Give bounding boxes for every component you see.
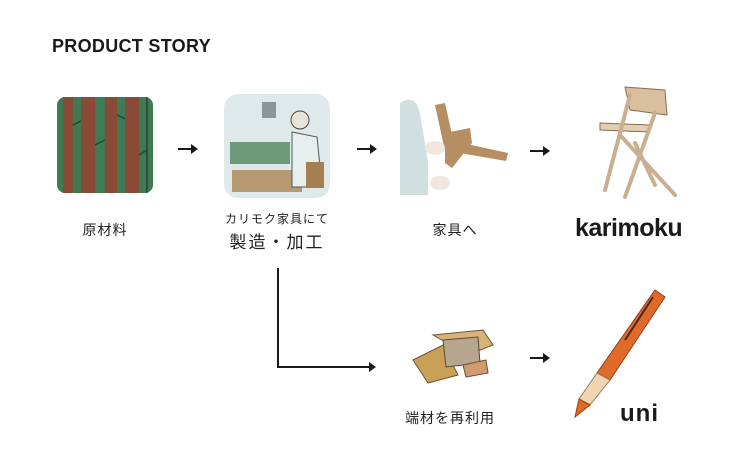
uni-pen-illustration [565,285,675,420]
branch-connector-line [277,268,279,367]
step-label-manufacturing: 製造・加工 [229,233,325,253]
arrow-right-icon [357,144,377,154]
arrow-right-icon [530,146,550,156]
page-title: PRODUCT STORY [52,36,211,56]
step-label-to-furniture: 家具へ [432,223,478,239]
step-label-offcut-reuse: 端材を再利用 [405,411,495,427]
karimoku-chair-illustration [585,85,685,203]
branch-arrow-right-icon [277,362,376,372]
assembling-chair-illustration [400,93,510,198]
arrow-right-icon [530,353,550,363]
factory-worker-illustration [222,92,332,200]
forest-illustration [55,95,155,195]
arrow-right-icon [178,144,198,154]
wood-offcuts-illustration [408,325,498,385]
karimoku-logo: karimoku [575,214,683,242]
uni-logo: uni [620,400,659,427]
step-label-manufacturing-sub: カリモク家具にて [224,212,329,226]
step-label-raw-material: 原材料 [82,223,128,239]
